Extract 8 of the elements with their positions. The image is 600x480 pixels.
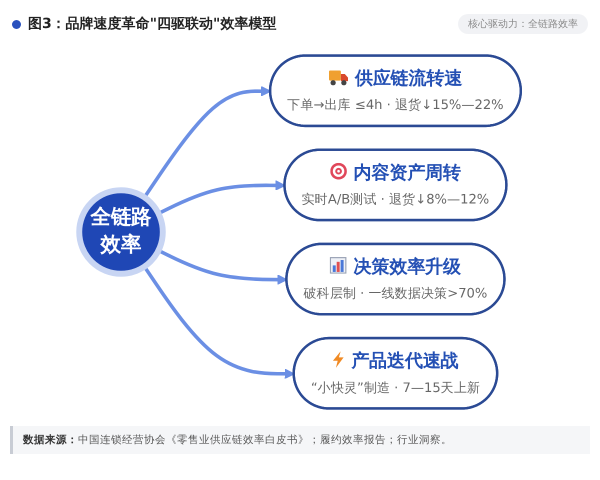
source-heading: 数据来源：	[23, 434, 78, 446]
node-circle: 全链路效率	[76, 187, 166, 277]
arrow	[142, 86, 272, 198]
source-text: 中国连锁经营协会《零售业供应链效率白皮书》；履约效率报告；行业洞察。	[78, 434, 452, 446]
diagram-title: 图3：品牌速度革命"四驱联动"效率模型	[28, 15, 276, 33]
arrow	[158, 248, 288, 285]
arrow	[142, 266, 295, 380]
driver-tag: 核心驱动力：全链路效率	[458, 14, 588, 34]
